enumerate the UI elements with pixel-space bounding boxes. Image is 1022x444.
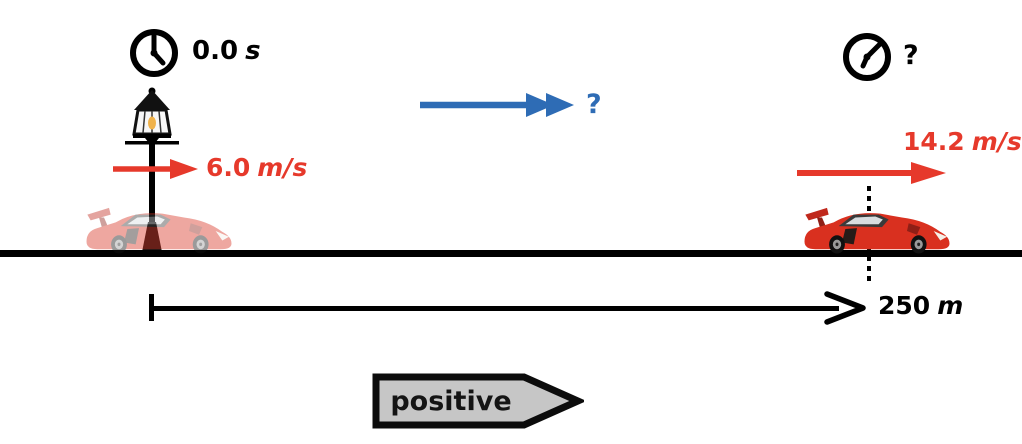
relative-velocity-label: ? [586,89,602,120]
start-velocity-arrow-icon [113,159,198,179]
distance-unit: m [937,291,964,320]
distance-line [149,306,839,311]
start-speed-unit: m/s [257,153,308,182]
end-time-label: ? [903,40,919,71]
car-start-faded [86,207,232,254]
relative-velocity-arrow-icon [420,93,574,117]
end-velocity-arrow-icon [797,162,946,184]
ground-line [0,250,1022,257]
start-time-value: 0.0 [192,36,239,66]
positive-direction-label: positive [390,385,512,417]
end-speed-value: 14.2 [903,127,965,156]
distance-value: 250 [878,291,931,320]
clock-icon [843,33,891,81]
start-time-unit: s [245,36,261,66]
clock-icon [130,29,178,77]
distance-arrowhead-icon [824,291,866,325]
lamppost-icon [125,87,179,256]
start-speed-value: 6.0 [206,153,251,182]
end-speed-unit: m/s [971,127,1022,156]
positive-direction-arrow [372,373,584,429]
car-end [804,207,950,254]
